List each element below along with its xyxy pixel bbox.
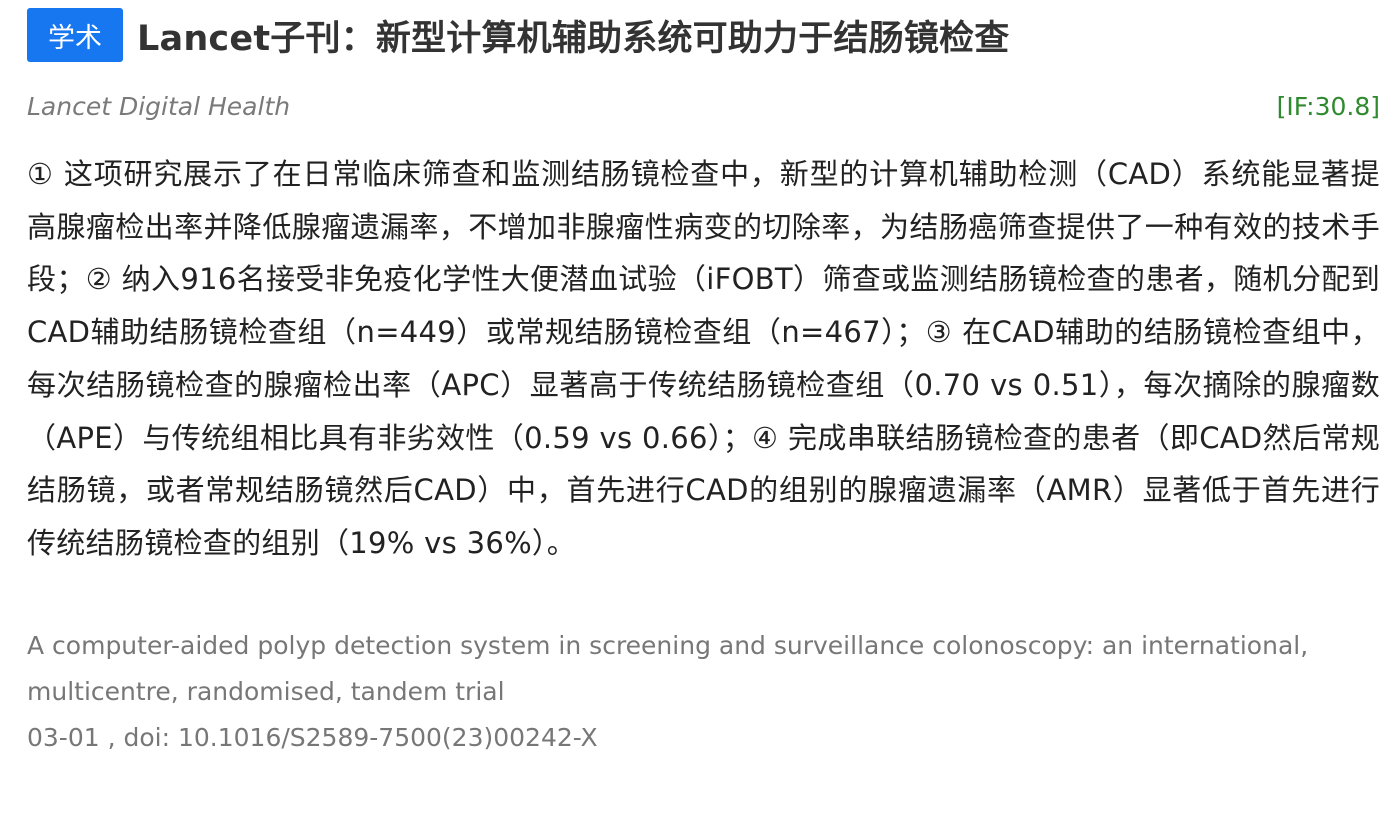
impact-factor: [IF:30.8] [1276, 92, 1380, 121]
journal-row: Lancet Digital Health [IF:30.8] [27, 90, 1380, 128]
article-card: 学术 Lancet子刊：新型计算机辅助系统可助力于结肠镜检查 Lancet Di… [27, 8, 1380, 761]
article-summary: ① 这项研究展示了在日常临床筛查和监测结肠镜检查中，新型的计算机辅助检测（CAD… [27, 157, 1380, 560]
article-title[interactable]: Lancet子刊：新型计算机辅助系统可助力于结肠镜检查 [137, 18, 1010, 59]
journal-name: Lancet Digital Health [27, 92, 291, 121]
title-row: 学术 Lancet子刊：新型计算机辅助系统可助力于结肠镜检查 [27, 8, 1380, 62]
paper-meta: 03-01 , doi: 10.1016/S2589-7500(23)00242… [27, 722, 598, 752]
paper-title[interactable]: A computer-aided polyp detection system … [27, 630, 1309, 706]
citation: A computer-aided polyp detection system … [27, 623, 1380, 761]
category-badge[interactable]: 学术 [27, 8, 123, 62]
